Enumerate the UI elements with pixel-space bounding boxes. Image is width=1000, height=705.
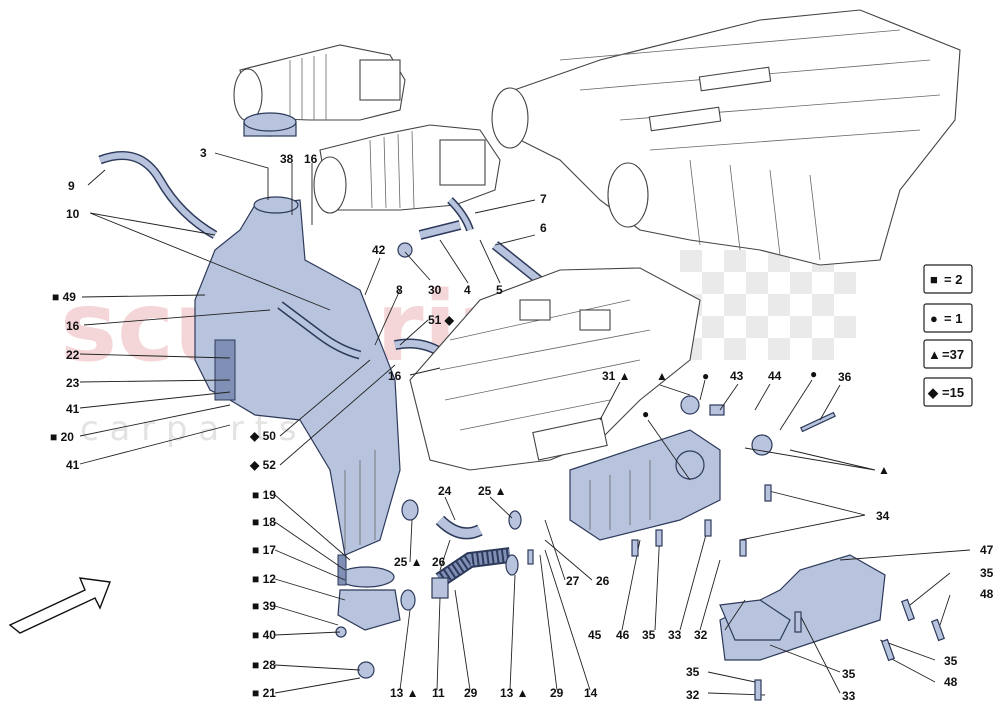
callout-50: ◆ 50	[249, 429, 276, 443]
callout-18: ■ 18	[252, 515, 276, 529]
legend-item-diamond: ◆ =15	[923, 377, 973, 407]
callout-33a: 33	[668, 628, 682, 642]
callout-52: ◆ 52	[249, 458, 276, 472]
legend-square-symbol: ■	[930, 272, 938, 287]
callout-48b: 48	[944, 675, 958, 689]
hose-clamps	[400, 499, 522, 611]
callout-35c: 35	[642, 628, 656, 642]
callout-51: 51 ◆	[428, 313, 455, 327]
checkered-flag-icon	[680, 250, 856, 360]
callout-43: 43	[730, 369, 744, 383]
callout-11: 11	[432, 686, 445, 700]
callout-13a: 13 ▲	[390, 686, 419, 700]
callout-45: 45	[588, 628, 602, 642]
callout-7: 7	[540, 192, 547, 206]
heat-shield	[719, 554, 886, 661]
callout-26b: 26	[596, 574, 610, 588]
callout-26: 26	[432, 555, 446, 569]
front-direction-arrow-icon	[8, 577, 111, 634]
callout-35d: 35	[842, 667, 856, 681]
callout-14: 14	[584, 686, 598, 700]
callout-9: 9	[68, 179, 75, 193]
legend-triangle-value: =37	[942, 347, 964, 362]
legend-dot-value: = 1	[944, 311, 962, 326]
callout-27: 27	[566, 574, 580, 588]
callout-32b: 32	[686, 688, 700, 702]
legend-dot-symbol: ●	[930, 311, 938, 326]
callout-29b: 29	[550, 686, 564, 700]
callout-30: 30	[428, 283, 442, 297]
callout-35a: 35	[980, 566, 994, 580]
leader-lines	[79, 152, 971, 696]
callout-38: 38	[280, 152, 294, 166]
callout-41b: 41	[66, 458, 80, 472]
legend-square-value: = 2	[944, 272, 962, 287]
oil-filler-cap	[243, 112, 297, 137]
callout-47: 47	[980, 543, 994, 557]
throttle-body-lower	[313, 124, 501, 214]
callout-24: 24	[438, 484, 452, 498]
callout-44: 44	[768, 369, 782, 383]
callout-49: ■ 49	[52, 290, 76, 304]
callout-4: 4	[464, 283, 471, 297]
legend-item-dot: ● = 1	[923, 303, 973, 333]
oil-pump	[569, 429, 721, 541]
callout-34: 34	[876, 509, 890, 523]
legend: ■ = 2 ● = 1 ▲ =37 ◆ =15	[923, 264, 973, 407]
callout-3: 3	[200, 146, 207, 160]
legend-diamond-value: =15	[942, 385, 964, 400]
callout-33b: 33	[842, 689, 856, 703]
callout-6: 6	[540, 221, 547, 235]
legend-item-square: ■ = 2	[923, 264, 973, 294]
callout-triangle-b: ▲	[878, 463, 890, 477]
bolts	[527, 484, 946, 701]
tank-outlet-flange	[335, 554, 401, 679]
callout-10: 10	[66, 207, 80, 221]
callout-labels: 3 38 16 9 10 ■ 49 16 22 23 41 ■ 20 41 42…	[50, 146, 994, 703]
callout-28: ■ 28	[252, 658, 276, 672]
callout-41: 41	[66, 402, 80, 416]
callout-13b: 13 ▲	[500, 686, 529, 700]
callout-triangle-a: ▲	[656, 369, 668, 383]
callout-36: 36	[838, 370, 852, 384]
callout-16c: 16	[388, 369, 402, 383]
engine-sump	[409, 267, 701, 471]
oil-tank	[194, 196, 401, 556]
callout-42: 42	[372, 243, 386, 257]
callout-22: 22	[66, 348, 80, 362]
callout-48a: 48	[980, 587, 994, 601]
callout-17: ■ 17	[252, 543, 276, 557]
callout-46: 46	[616, 628, 630, 642]
callout-12: ■ 12	[252, 572, 276, 586]
legend-diamond-symbol: ◆	[927, 385, 939, 400]
callout-8: 8	[396, 283, 403, 297]
callout-19: ■ 19	[252, 488, 276, 502]
throttle-body-upper	[233, 44, 406, 122]
legend-item-triangle: ▲ =37	[923, 339, 973, 369]
callout-20: ■ 20	[50, 430, 74, 444]
callout-16b: 16	[66, 319, 80, 333]
callout-35b: 35	[944, 654, 958, 668]
callout-32a: 32	[694, 628, 708, 642]
callout-25b: 25 ▲	[394, 555, 423, 569]
callout-dot-a: ●	[702, 369, 709, 383]
legend-triangle-symbol: ▲	[928, 347, 941, 362]
callout-16: 16	[304, 152, 318, 166]
callout-25a: 25 ▲	[478, 484, 507, 498]
small-fittings	[397, 242, 836, 456]
callout-29a: 29	[464, 686, 478, 700]
callout-dot-b: ●	[810, 367, 817, 381]
callout-31: 31 ▲	[602, 369, 631, 383]
callout-40: ■ 40	[252, 628, 276, 642]
intake-manifold	[491, 9, 961, 266]
callout-39: ■ 39	[252, 599, 276, 613]
callout-23: 23	[66, 376, 80, 390]
callout-35e: 35	[686, 665, 700, 679]
oil-hose-corrugated	[431, 547, 511, 599]
callout-dot-c: ●	[642, 407, 649, 421]
callout-21: ■ 21	[252, 686, 276, 700]
callout-5: 5	[496, 283, 503, 297]
